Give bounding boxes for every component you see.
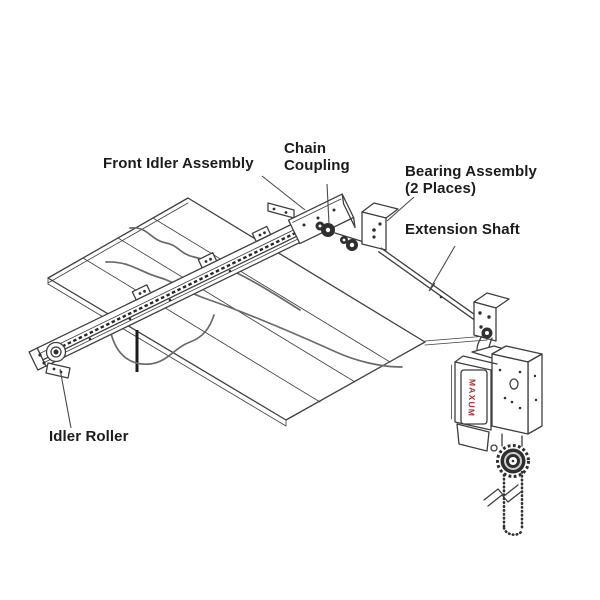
leader-lines xyxy=(59,175,456,429)
hand-chain xyxy=(483,470,524,536)
rail-mounting-plate xyxy=(197,252,218,269)
bearing-assembly-2 xyxy=(473,292,510,357)
door-panel xyxy=(47,197,426,427)
idler-head-housing xyxy=(267,193,356,245)
chain-coupling xyxy=(315,221,365,244)
idler-roller xyxy=(28,341,71,379)
break-mark xyxy=(487,490,523,507)
label-idler-roller: Idler Roller xyxy=(49,428,129,445)
label-bearing-assembly: Bearing Assembly (2 Places) xyxy=(405,163,537,198)
hanging-cable xyxy=(109,314,215,372)
bearing-assembly-1 xyxy=(346,202,399,251)
control-box xyxy=(451,355,498,452)
break-mark xyxy=(483,484,519,501)
label-chain-coupling: Chain Coupling xyxy=(284,140,350,175)
door-cable-lower xyxy=(105,261,403,368)
rail-mounting-plate xyxy=(131,284,152,301)
front-idler-rail xyxy=(36,201,347,367)
brand-label-maxum: MAXUM xyxy=(466,378,478,418)
drive-chain xyxy=(61,224,312,348)
operator-unit xyxy=(451,345,543,536)
label-extension-shaft: Extension Shaft xyxy=(405,221,520,238)
door-cable-upper xyxy=(129,227,301,311)
rail-mounting-plate xyxy=(251,225,272,243)
chain-sprocket xyxy=(490,433,530,478)
label-front-idler-assembly: Front Idler Assembly xyxy=(103,155,254,172)
extension-shaft xyxy=(378,247,486,327)
